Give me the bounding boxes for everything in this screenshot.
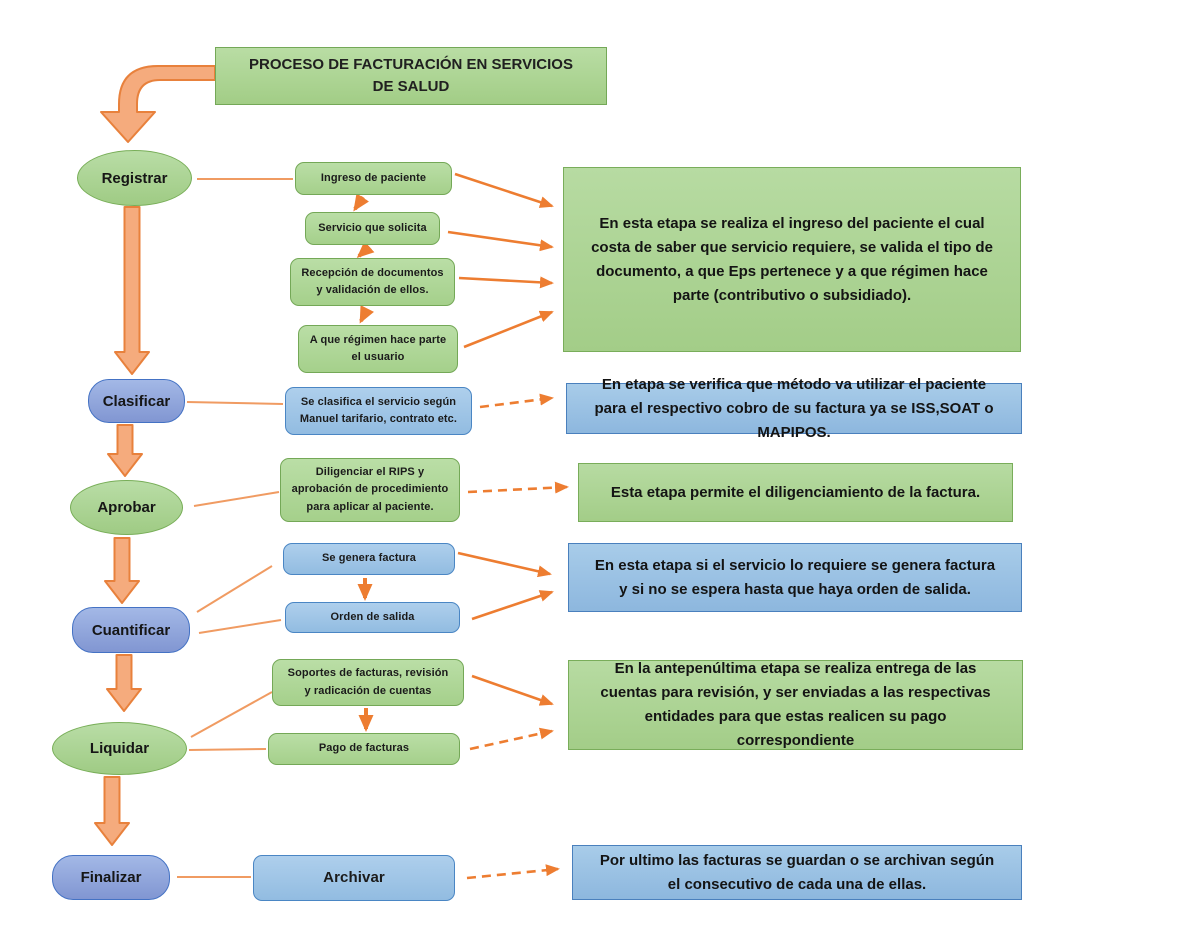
step-box-orden-salida: Orden de salida	[285, 602, 460, 633]
down-arrow-registrar-clasificar	[114, 206, 150, 375]
step-label: Orden de salida	[330, 610, 415, 623]
down-arrow-liquidar-finalizar	[94, 776, 130, 846]
desc-text: En esta etapa si el servicio lo requiere…	[594, 556, 996, 598]
step-box-genera-factura: Se genera factura	[283, 543, 455, 575]
step-box-ingreso-paciente: Ingreso de paciente	[295, 162, 452, 195]
arrow-recepcion-desc	[458, 276, 554, 289]
step-arrow-servicio-recepcion	[356, 241, 375, 259]
step-arrow-recepcion-regimen	[359, 305, 374, 324]
stage-node-registrar: Registrar	[77, 150, 192, 206]
stage-node-clasificar: Clasificar	[88, 379, 185, 423]
down-arrow-clasificar-aprobar	[107, 424, 143, 477]
arrow-archivar-desc	[466, 864, 560, 880]
desc-text: En etapa se verifica que método va utili…	[594, 375, 994, 441]
step-box-archivar: Archivar	[253, 855, 455, 901]
connector-liquidar-step2	[188, 748, 267, 751]
desc-text: En esta etapa se realiza el ingreso del …	[591, 214, 993, 304]
connector-cuantificar-step2	[198, 619, 282, 634]
stage-node-finalizar: Finalizar	[52, 855, 170, 900]
arrow-rips-desc	[467, 481, 569, 494]
connector-aprobar-step	[193, 491, 280, 507]
step-box-pago-facturas: Pago de facturas	[268, 733, 460, 765]
stage-label: Liquidar	[89, 740, 150, 757]
arrow-regimen-desc	[463, 310, 554, 349]
step-box-servicio-solicita: Servicio que solicita	[305, 212, 440, 245]
stage-node-liquidar: Liquidar	[52, 722, 187, 775]
step-label: A que régimen hace parte el usuario	[309, 333, 447, 363]
step-box-diligenciar-rips: Diligenciar el RIPS y aprobación de proc…	[280, 458, 460, 522]
stage-label: Cuantificar	[91, 621, 171, 639]
stage-node-aprobar: Aprobar	[70, 480, 183, 535]
desc-box-clasificar: En etapa se verifica que método va utili…	[566, 376, 1022, 441]
desc-box-aprobar: Esta etapa permite el diligenciamiento d…	[578, 463, 1013, 522]
arrow-factura-desc	[457, 551, 552, 578]
step-label: Se clasifica el servicio según Manuel ta…	[299, 395, 458, 425]
desc-box-registrar: En esta etapa se realiza el ingreso del …	[563, 167, 1021, 352]
connector-cuantificar-step1	[196, 565, 273, 613]
down-arrow-cuantificar-liquidar	[106, 654, 142, 712]
desc-text: Esta etapa permite el diligenciamiento d…	[610, 483, 981, 501]
step-label: Archivar	[323, 869, 385, 887]
title-box: PROCESO DE FACTURACIÓN EN SERVICIOS DE S…	[215, 47, 607, 105]
step-label: Ingreso de paciente	[320, 171, 427, 184]
step-label: Recepción de documentos y validación de …	[301, 266, 444, 296]
step-label: Se genera factura	[321, 552, 417, 565]
stage-label: Clasificar	[102, 392, 171, 410]
step-box-soportes-facturas: Soportes de facturas, revisión y radicac…	[272, 659, 464, 706]
arrow-clasifica-desc	[479, 393, 554, 409]
stage-node-cuantificar: Cuantificar	[72, 607, 190, 653]
step-label: Servicio que solicita	[318, 221, 427, 234]
step-box-se-clasifica: Se clasifica el servicio según Manuel ta…	[285, 387, 472, 435]
step-label: Pago de facturas	[318, 742, 410, 755]
stage-label: Aprobar	[97, 499, 156, 516]
arrow-ingreso-desc	[454, 172, 554, 208]
connector-liquidar-step1	[190, 691, 273, 738]
down-arrow-aprobar-cuantificar	[104, 537, 140, 604]
step-label: Diligenciar el RIPS y aprobación de proc…	[291, 466, 449, 513]
step-box-recepcion-documentos: Recepción de documentos y validación de …	[290, 258, 455, 306]
desc-text: En la antepenúltima etapa se realiza ent…	[600, 660, 991, 749]
arrow-servicio-desc	[447, 230, 554, 252]
desc-box-finalizar: Por ultimo las facturas se guardan o se …	[572, 845, 1022, 900]
step-label: Soportes de facturas, revisión y radicac…	[287, 667, 449, 697]
arrow-orden-desc	[471, 590, 554, 621]
desc-text: Por ultimo las facturas se guardan o se …	[599, 851, 995, 893]
desc-box-cuantificar: En esta etapa si el servicio lo requiere…	[568, 543, 1022, 612]
arrow-soportes-desc	[471, 674, 554, 706]
connector-clasificar-step	[186, 401, 284, 405]
desc-box-liquidar: En la antepenúltima etapa se realiza ent…	[568, 660, 1023, 750]
step-arrow-ingreso-servicio	[353, 193, 370, 212]
page-title: PROCESO DE FACTURACIÓN EN SERVICIOS DE S…	[249, 55, 573, 96]
stage-label: Registrar	[101, 169, 168, 187]
arrow-pago-desc	[469, 727, 554, 751]
step-box-regimen-usuario: A que régimen hace parte el usuario	[298, 325, 458, 373]
stage-label: Finalizar	[80, 869, 142, 886]
elbow-arrow-title-to-registrar	[100, 65, 216, 143]
